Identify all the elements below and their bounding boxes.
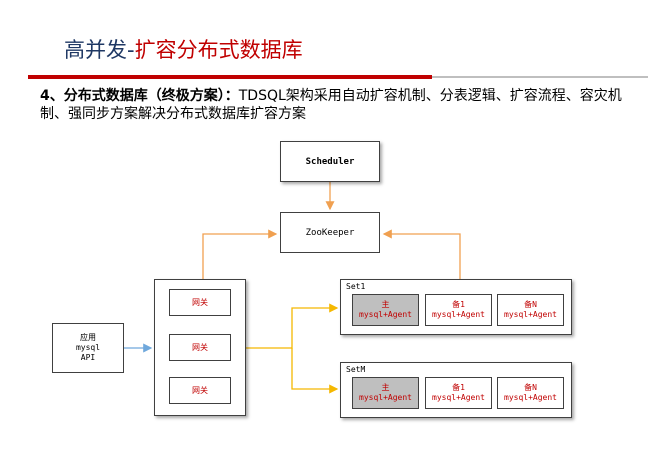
gateway-label: 网关 xyxy=(192,342,208,352)
client-box: 应用 mysql API xyxy=(52,323,124,373)
gateway-label: 网关 xyxy=(192,297,208,307)
gateway-box: 网关 xyxy=(169,334,231,361)
slide-title: 高并发-扩容分布式数据库 xyxy=(64,34,303,64)
node-detail: mysql+Agent xyxy=(432,393,485,402)
gateway-box: 网关 xyxy=(169,289,231,316)
node-detail: mysql+Agent xyxy=(504,393,557,402)
node-role: 备1 xyxy=(452,383,465,392)
description-bold: 4、分布式数据库（终极方案）： xyxy=(40,88,239,104)
set1-backupn-node: 备N mysql+Agent xyxy=(497,294,564,326)
title-main: 高并发- xyxy=(64,38,135,62)
node-detail: mysql+Agent xyxy=(432,310,485,319)
node-detail: mysql+Agent xyxy=(504,310,557,319)
client-line2: mysql xyxy=(75,343,101,352)
client-line3: API xyxy=(80,353,96,362)
arrow-gateways-setm xyxy=(291,348,339,394)
set1-label: Set1 xyxy=(346,282,366,291)
title-rule-gray xyxy=(432,76,648,78)
node-detail: mysql+Agent xyxy=(359,393,412,402)
gateway-label: 网关 xyxy=(192,385,208,395)
arrow-gateways-zookeeper xyxy=(202,229,278,279)
title-rule-red xyxy=(28,75,432,79)
title-accent: 扩容分布式数据库 xyxy=(134,38,303,62)
node-role: 备N xyxy=(524,300,537,309)
node-role: 主 xyxy=(381,383,390,392)
setm-label: SetM xyxy=(346,365,366,374)
description-rest: TDSQL架构采用自动扩容机制、分表逻辑、扩容流程、容灾机制、强同步方案解决分布… xyxy=(40,88,622,122)
scheduler-label: Scheduler xyxy=(305,156,355,167)
scheduler-box: Scheduler xyxy=(280,141,380,182)
client-line1: 应用 xyxy=(80,333,96,342)
arrow-gateways-set1 xyxy=(246,303,339,349)
set1-backup1-node: 备1 mysql+Agent xyxy=(425,294,492,326)
gateway-box: 网关 xyxy=(169,377,231,404)
set1-master-node: 主 mysql+Agent xyxy=(352,294,419,326)
setm-master-node: 主 mysql+Agent xyxy=(352,377,419,409)
setm-backupn-node: 备N mysql+Agent xyxy=(497,377,564,409)
slide-description: 4、分布式数据库（终极方案）：TDSQL架构采用自动扩容机制、分表逻辑、扩容流程… xyxy=(40,87,636,123)
arrow-set1-zookeeper xyxy=(382,229,461,279)
node-role: 主 xyxy=(381,300,390,309)
node-detail: mysql+Agent xyxy=(359,310,412,319)
zookeeper-box: ZooKeeper xyxy=(280,212,380,253)
node-role: 备N xyxy=(524,383,537,392)
setm-backup1-node: 备1 mysql+Agent xyxy=(425,377,492,409)
zookeeper-label: ZooKeeper xyxy=(305,227,355,238)
node-role: 备1 xyxy=(452,300,465,309)
